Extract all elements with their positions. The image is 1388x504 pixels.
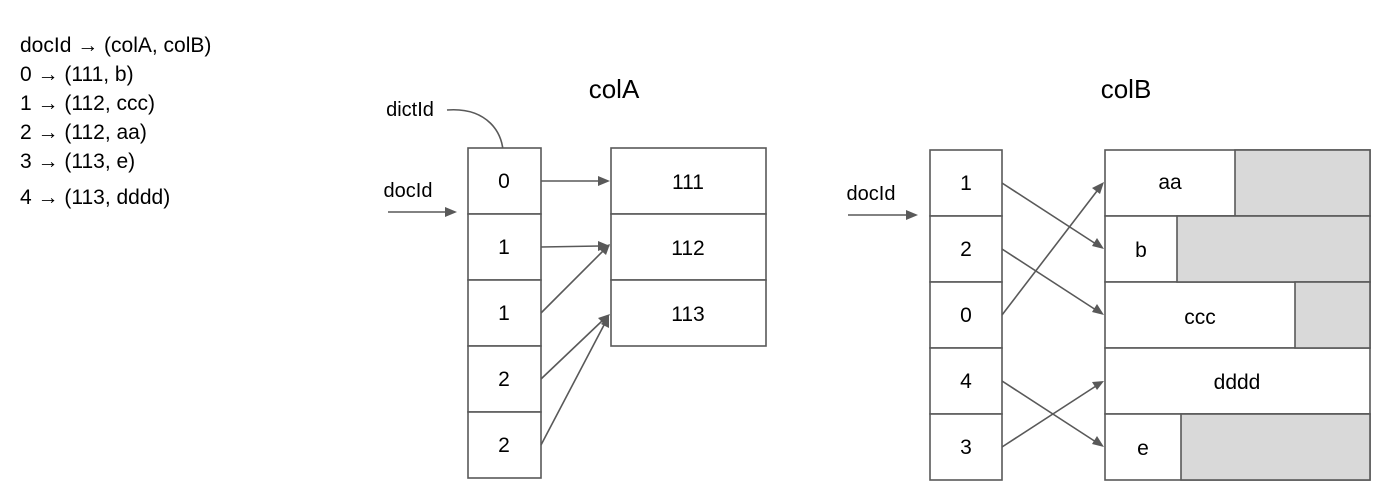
colb-dictionary-cell xyxy=(1104,347,1371,415)
colb-arrow xyxy=(1001,380,1104,447)
cola-dictionary: 111 112 113 xyxy=(610,147,767,347)
cola-dictionary-value-1: 112 xyxy=(671,237,704,260)
colb-arrow xyxy=(1001,248,1104,315)
cola-forward-cell xyxy=(467,279,542,347)
colb-padding-block xyxy=(1234,149,1371,217)
colb-dictionary-value-2: ccc xyxy=(1184,306,1216,329)
cola-arrow xyxy=(540,314,610,380)
mapping-header: docId → (colA, colB) xyxy=(20,34,211,57)
cola-forward-index: 0 1 1 2 2 xyxy=(467,147,542,479)
cola-docid-label: docId xyxy=(384,180,433,202)
cola-mapping-arrows xyxy=(540,176,610,446)
colb-dictionary-value-0: aa xyxy=(1158,171,1182,194)
colb-padding-block xyxy=(1176,215,1371,283)
colb-padding-block xyxy=(1180,413,1371,481)
cola-arrow xyxy=(540,244,610,314)
colb-docid-arrow xyxy=(848,210,918,220)
colb-docid-label: docId xyxy=(847,183,896,205)
colb-dictionary-value-4: e xyxy=(1137,437,1149,460)
colb-forward-value-4: 3 xyxy=(960,436,972,459)
colb-dictionary-value-3: dddd xyxy=(1214,371,1261,394)
cola-forward-value-2: 1 xyxy=(498,302,510,325)
cola-arrow xyxy=(541,176,610,186)
cola-dictionary-value-2: 113 xyxy=(671,303,704,326)
mapping-row-2: 2 → (112, aa) xyxy=(20,121,147,144)
colb-arrow xyxy=(1001,381,1104,448)
colb-section: colB docId 1 2 0 4 3 xyxy=(847,74,1371,481)
colb-forward-cell xyxy=(929,413,1003,481)
cola-dictionary-cell xyxy=(610,279,767,347)
colb-dictionary: aa b ccc dddd e xyxy=(1104,149,1371,481)
cola-title: colA xyxy=(589,74,640,104)
cola-forward-cell xyxy=(467,411,542,479)
cola-docid-arrow xyxy=(388,207,457,217)
mapping-row-3: 3 → (113, e) xyxy=(20,150,135,173)
docid-mapping-list: docId → (colA, colB) 0 → (111, b) 1 → (1… xyxy=(20,34,211,209)
cola-dictionary-value-0: 111 xyxy=(672,171,704,194)
colb-title: colB xyxy=(1101,74,1152,104)
colb-arrow xyxy=(1001,182,1104,316)
mapping-row-0: 0 → (111, b) xyxy=(20,63,134,86)
mapping-row-4: 4 → (113, dddd) xyxy=(20,186,170,209)
colb-forward-cell xyxy=(929,149,1003,217)
colb-forward-cell xyxy=(929,281,1003,349)
cola-forward-cell xyxy=(467,147,542,215)
cola-forward-value-0: 0 xyxy=(498,170,510,193)
colb-forward-value-2: 0 xyxy=(960,304,972,327)
cola-section: colA dictId docId 0 1 1 2 2 111 xyxy=(384,74,767,479)
colb-forward-value-3: 4 xyxy=(960,370,972,393)
colb-forward-value-1: 2 xyxy=(960,238,972,261)
cola-forward-value-4: 2 xyxy=(498,434,510,457)
colb-forward-value-0: 1 xyxy=(960,172,972,195)
colb-arrow xyxy=(1001,182,1104,249)
cola-dictionary-cell xyxy=(610,213,767,281)
colb-forward-index: 1 2 0 4 3 xyxy=(929,149,1003,481)
cola-arrow xyxy=(540,241,610,251)
colb-mapping-arrows xyxy=(1001,182,1104,448)
cola-forward-value-1: 1 xyxy=(498,236,510,259)
mapping-row-1: 1 → (112, ccc) xyxy=(20,92,155,115)
colb-padding-block xyxy=(1294,281,1371,349)
cola-forward-value-3: 2 xyxy=(498,368,510,391)
colb-dictionary-value-1: b xyxy=(1135,239,1147,262)
cola-forward-cell xyxy=(467,213,542,281)
cola-dictid-label: dictId xyxy=(386,99,434,121)
cola-arrow xyxy=(540,315,609,446)
